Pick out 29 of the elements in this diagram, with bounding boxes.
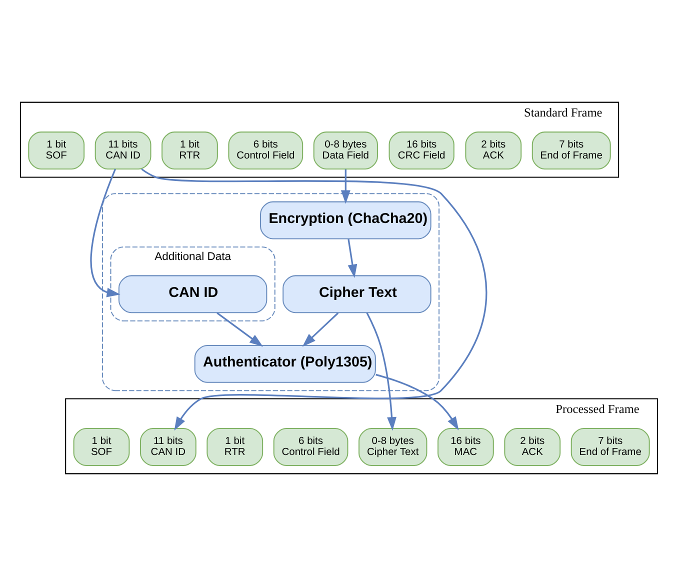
- node-box: Authenticator (Poly1305): [194, 344, 376, 383]
- arrow: [348, 238, 358, 278]
- node-box: 1 bit RTR: [162, 132, 218, 170]
- arrow: [216, 312, 264, 347]
- node-box: 1 bit RTR: [206, 428, 264, 466]
- node-box: 2 bits ACK: [465, 132, 522, 170]
- arrow: [302, 312, 339, 347]
- cluster: [102, 193, 440, 392]
- arrow: [141, 168, 487, 431]
- arrow: [340, 169, 350, 204]
- node-box: 7 bits End of Frame: [570, 428, 650, 466]
- node-box: 7 bits End of Frame: [532, 132, 611, 170]
- node-box: 16 bits MAC: [437, 428, 494, 466]
- node-box: 6 bits Control Field: [273, 428, 348, 466]
- node-box: Cipher Text: [282, 275, 432, 314]
- node-box: 0-8 bytes Data Field: [313, 132, 378, 170]
- arrow: [376, 374, 459, 430]
- node-box: 11 bits CAN ID: [140, 428, 196, 466]
- node-box: 2 bits ACK: [504, 428, 561, 466]
- node-box: 1 bit SOF: [73, 428, 130, 466]
- node-box: 11 bits CAN ID: [94, 132, 152, 170]
- arrow: [90, 168, 120, 298]
- node-box: 6 bits Control Field: [228, 132, 304, 170]
- node-box: 16 bits CRC Field: [388, 132, 454, 170]
- node-box: CAN ID: [118, 275, 268, 314]
- arrow: [366, 312, 396, 431]
- node-box: 1 bit SOF: [28, 132, 85, 170]
- node-box: Encryption (ChaCha20): [260, 201, 432, 240]
- node-box: 0-8 bytes Cipher Text: [358, 428, 428, 466]
